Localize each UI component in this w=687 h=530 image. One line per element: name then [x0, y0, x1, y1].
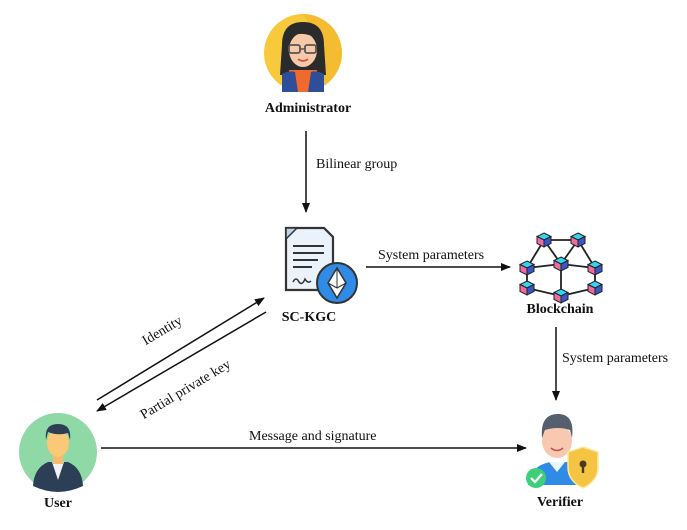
edge-label-bilinear-group: Bilinear group: [316, 157, 398, 172]
smart-contract-document-icon: [284, 226, 358, 304]
blockchain-block: [518, 260, 536, 276]
blockchain-block: [552, 256, 570, 272]
edge-sckgc-to-user: [96, 311, 267, 412]
administrator-avatar-icon: [264, 14, 342, 92]
blockchain-block: [535, 232, 553, 248]
blockchain-block: [586, 280, 604, 296]
verifier-avatar-icon: [526, 414, 599, 489]
user-avatar-icon: [19, 413, 97, 492]
administrator-label: Administrator: [264, 101, 352, 116]
user-label: User: [44, 496, 72, 511]
sckgc-label: SC-KGC: [281, 310, 337, 325]
edge-label-system-parameters-1: System parameters: [378, 248, 485, 263]
edge-label-system-parameters-2: System parameters: [562, 351, 669, 366]
verifier-label: Verifier: [536, 495, 584, 510]
blockchain-block: [518, 280, 536, 296]
blockchain-network-icon: [518, 232, 604, 304]
edge-user-to-sckgc: [96, 297, 265, 401]
blockchain-block: [586, 260, 604, 276]
blockchain-block: [552, 288, 570, 304]
edge-label-message-and-signature: Message and signature: [249, 429, 377, 444]
blockchain-label: Blockchain: [526, 302, 594, 317]
blockchain-block: [569, 232, 587, 248]
